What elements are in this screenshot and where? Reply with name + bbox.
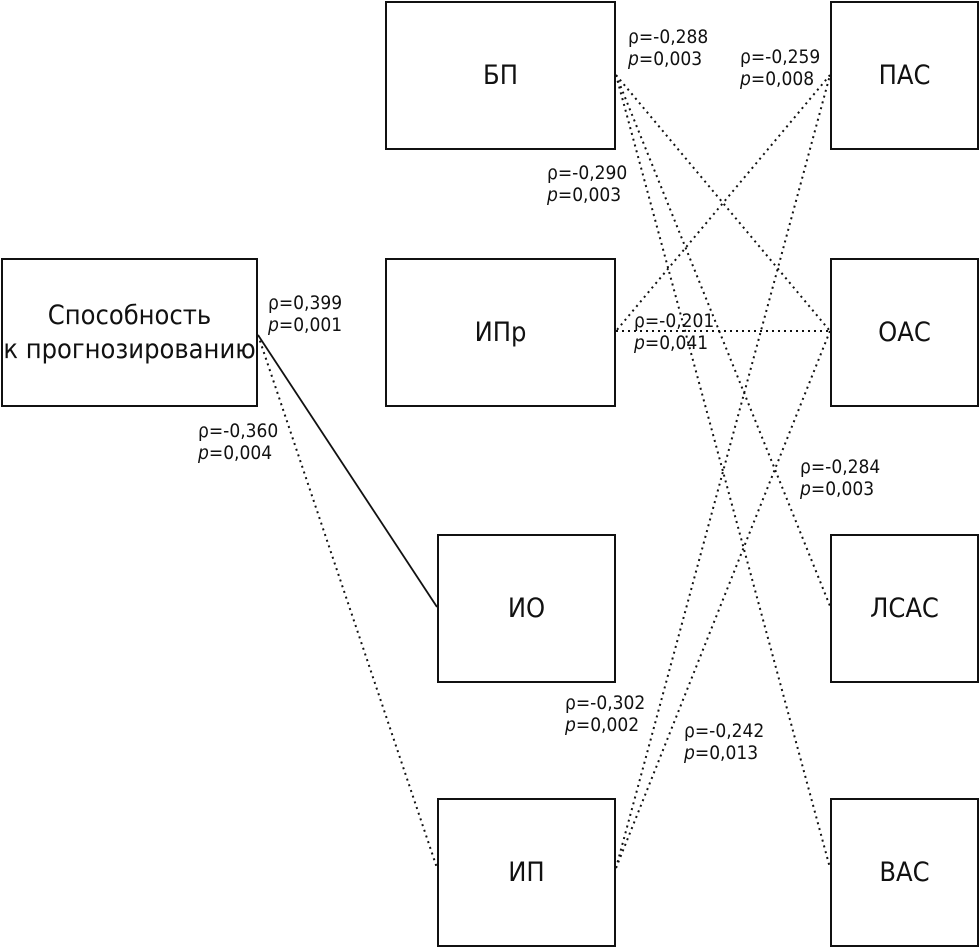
rho-value: ρ=-0,242 [684, 720, 765, 742]
node-lsas: ЛСАС [830, 534, 979, 683]
edge-pas-ipr [615, 74, 831, 332]
node-io: ИО [437, 534, 616, 683]
node-ipr-label: ИПр [474, 316, 527, 348]
rho-value: ρ=-0,288 [628, 26, 709, 48]
edge-bp-vas [615, 74, 831, 869]
node-forecast: Способность к прогнозированию [1, 258, 258, 407]
p-value: 0,041 [659, 332, 709, 354]
p-value: 0,004 [223, 442, 273, 464]
node-io-label: ИО [507, 592, 546, 624]
rho-value: ρ=0,399 [268, 292, 343, 314]
p-prefix: p [740, 68, 751, 90]
node-vas: ВАС [830, 798, 979, 947]
p-prefix: p [800, 478, 811, 500]
p-prefix: p [565, 714, 576, 736]
p-value: 0,002 [590, 714, 640, 736]
node-oas: ОАС [830, 258, 979, 407]
p-value: 0,003 [572, 184, 622, 206]
node-pas-label: ПАС [878, 59, 931, 91]
p-value: 0,008 [765, 68, 815, 90]
p-prefix: p [198, 442, 209, 464]
p-prefix: p [268, 314, 279, 336]
rho-value: ρ=-0,284 [800, 456, 881, 478]
p-value: 0,003 [825, 478, 875, 500]
edge-ip-oas [615, 330, 831, 869]
p-value: 0,013 [709, 742, 759, 764]
node-bp: БП [385, 1, 616, 150]
node-ipr: ИПр [385, 258, 616, 407]
p-prefix: p [547, 184, 558, 206]
node-ip: ИП [437, 798, 616, 947]
node-lsas-label: ЛСАС [870, 592, 939, 624]
node-pas: ПАС [830, 1, 979, 150]
node-vas-label: ВАС [879, 856, 930, 888]
rho-value: ρ=-0,360 [198, 420, 279, 442]
node-bp-label: БП [483, 59, 518, 91]
rho-value: ρ=-0,259 [740, 46, 821, 68]
p-prefix: p [684, 742, 695, 764]
node-ip-label: ИП [508, 856, 545, 888]
edge-ip-pas [615, 74, 831, 869]
rho-value: ρ=-0,290 [547, 162, 628, 184]
edge-forecast-io [257, 334, 438, 608]
p-prefix: p [628, 48, 639, 70]
node-forecast-label: Способность к прогнозированию [3, 299, 256, 365]
p-value: 0,001 [293, 314, 343, 336]
p-prefix: p [634, 332, 645, 354]
edge-forecast-ip [257, 334, 438, 869]
rho-value: ρ=-0,302 [565, 692, 646, 714]
p-value: 0,003 [653, 48, 703, 70]
rho-value: ρ=-0,201 [634, 310, 715, 332]
edge-bp-oas [615, 74, 831, 332]
node-oas-label: ОАС [878, 316, 931, 348]
